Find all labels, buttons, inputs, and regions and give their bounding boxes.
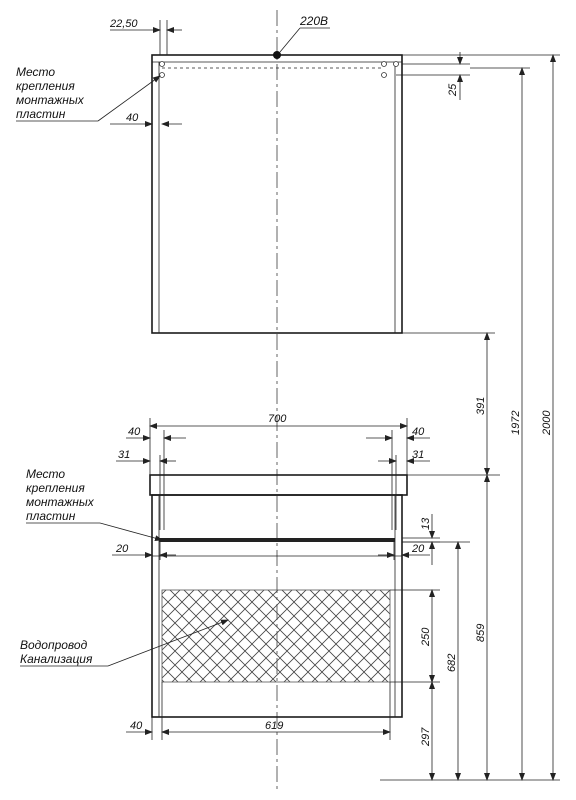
dim-bottom-619: 619	[265, 720, 283, 732]
countertop	[149, 474, 408, 496]
dim-upper-hole-drop: 25	[447, 83, 459, 97]
lower-cabinet: 700 40 31 40 31 13 20	[20, 413, 440, 740]
dim-upper-top-offset: 22,50	[109, 18, 138, 30]
svg-text:Водопровод: Водопровод	[20, 638, 88, 652]
dim-height-297: 297	[420, 727, 432, 747]
dim-upper-side-offset: 40	[126, 112, 139, 124]
lower-cabinet-body	[151, 494, 403, 718]
dim-lower-right-31: 31	[412, 449, 424, 461]
utilities-zone	[161, 589, 391, 683]
svg-text:крепления: крепления	[26, 481, 85, 495]
upper-mount-note: Место крепления монтажных пластин	[16, 65, 161, 122]
dim-lower-top-13: 13	[420, 517, 432, 530]
dim-zone-250: 250	[420, 627, 432, 647]
mount-hole-left-2	[159, 72, 165, 78]
mount-hole-right	[381, 61, 387, 67]
svg-text:Канализация: Канализация	[20, 652, 93, 666]
dim-height-1972: 1972	[510, 411, 522, 435]
height-dimensions: 2000 1972 391 859 682 297	[402, 54, 560, 781]
mount-rail	[159, 538, 395, 542]
svg-text:Место: Место	[16, 65, 55, 79]
dim-height-391: 391	[475, 397, 487, 415]
svg-text:Место: Место	[26, 467, 65, 481]
svg-text:крепления: крепления	[16, 79, 75, 93]
svg-text:монтажных: монтажных	[16, 93, 85, 107]
svg-text:пластин: пластин	[16, 107, 66, 121]
lower-mount-note: Место крепления монтажных пластин	[26, 467, 163, 542]
svg-text:пластин: пластин	[26, 509, 76, 523]
mount-hole-right-3	[393, 61, 399, 67]
dim-height-859: 859	[475, 624, 487, 642]
dim-lower-left-40: 40	[128, 426, 141, 438]
power-label: 220В	[299, 14, 328, 28]
dim-lower-left-20: 20	[115, 543, 129, 555]
dim-height-2000: 2000	[541, 410, 553, 436]
dim-lower-right-40: 40	[412, 426, 425, 438]
dim-bottom-40: 40	[130, 720, 143, 732]
dim-height-682: 682	[446, 654, 458, 672]
mount-hole-right-2	[381, 72, 387, 78]
power-outlet-point	[273, 51, 281, 59]
mount-hole-left	[159, 61, 165, 67]
dim-lower-left-31: 31	[118, 449, 130, 461]
utilities-note: Водопровод Канализация	[20, 619, 229, 667]
upper-cabinet: 220В 22,50 40 25 Место крепления монтажн…	[16, 14, 470, 334]
dim-lower-width: 700	[268, 413, 287, 425]
svg-text:монтажных: монтажных	[26, 495, 95, 509]
dim-lower-right-20: 20	[411, 543, 425, 555]
